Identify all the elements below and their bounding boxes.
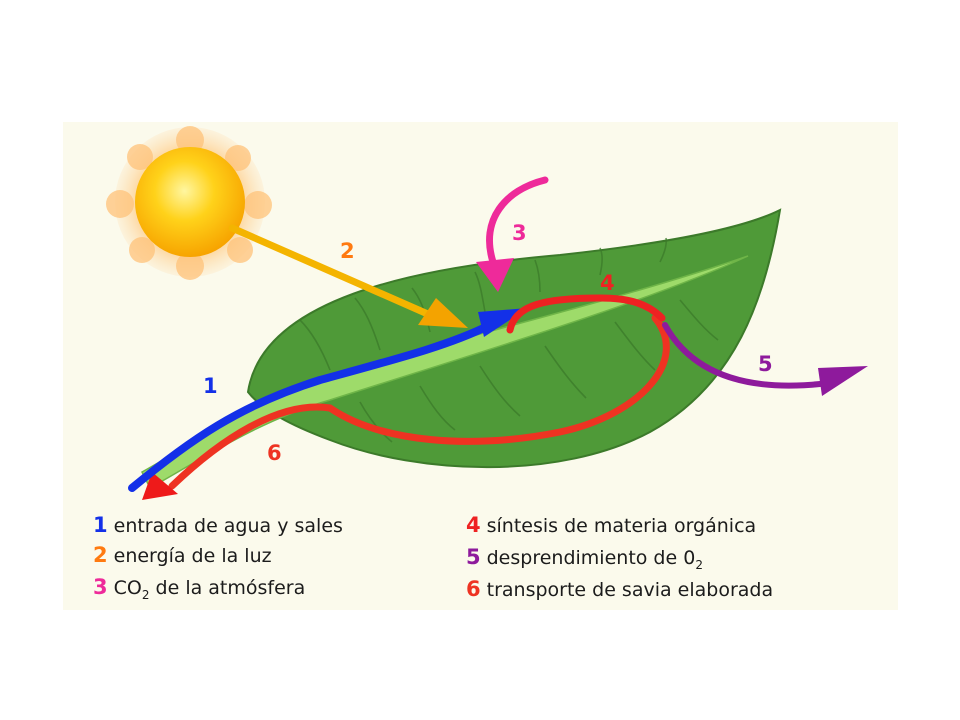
legend-text-4: síntesis de materia orgánica <box>486 515 757 537</box>
label-2: 2 <box>340 239 355 263</box>
legend-text-6: transporte de savia elaborada <box>486 579 774 601</box>
sun-icon <box>106 126 272 280</box>
legend-num-6: 6 <box>466 577 481 601</box>
label-1: 1 <box>203 374 218 398</box>
label-6: 6 <box>267 441 282 465</box>
synthesis-arrow <box>506 294 666 334</box>
oxygen-arrow <box>662 322 868 396</box>
label-3: 3 <box>512 221 527 245</box>
legend-text-3-sub: 2 <box>141 587 150 602</box>
leaf-icon <box>141 208 782 490</box>
legend-text-3-rest: de la atmósfera <box>149 577 306 599</box>
legend-num-3: 3 <box>93 575 108 599</box>
label-5: 5 <box>758 352 773 376</box>
sap-transport-arrow <box>142 314 670 500</box>
legend-num-2: 2 <box>93 543 108 567</box>
legend-text-3-main: CO <box>113 577 142 599</box>
legend-text-1: entrada de agua y sales <box>113 515 343 537</box>
legend-num-1: 1 <box>93 513 108 537</box>
legend-num-4: 4 <box>466 513 481 537</box>
legend-text-5-sub: 2 <box>695 557 703 572</box>
legend-num-5: 5 <box>466 545 481 569</box>
light-arrow <box>228 224 468 328</box>
legend-text-2: energía de la luz <box>113 545 272 567</box>
co2-arrow <box>476 176 549 292</box>
legend-text-5-main: desprendimiento de 0 <box>486 547 696 569</box>
label-4: 4 <box>600 271 615 295</box>
